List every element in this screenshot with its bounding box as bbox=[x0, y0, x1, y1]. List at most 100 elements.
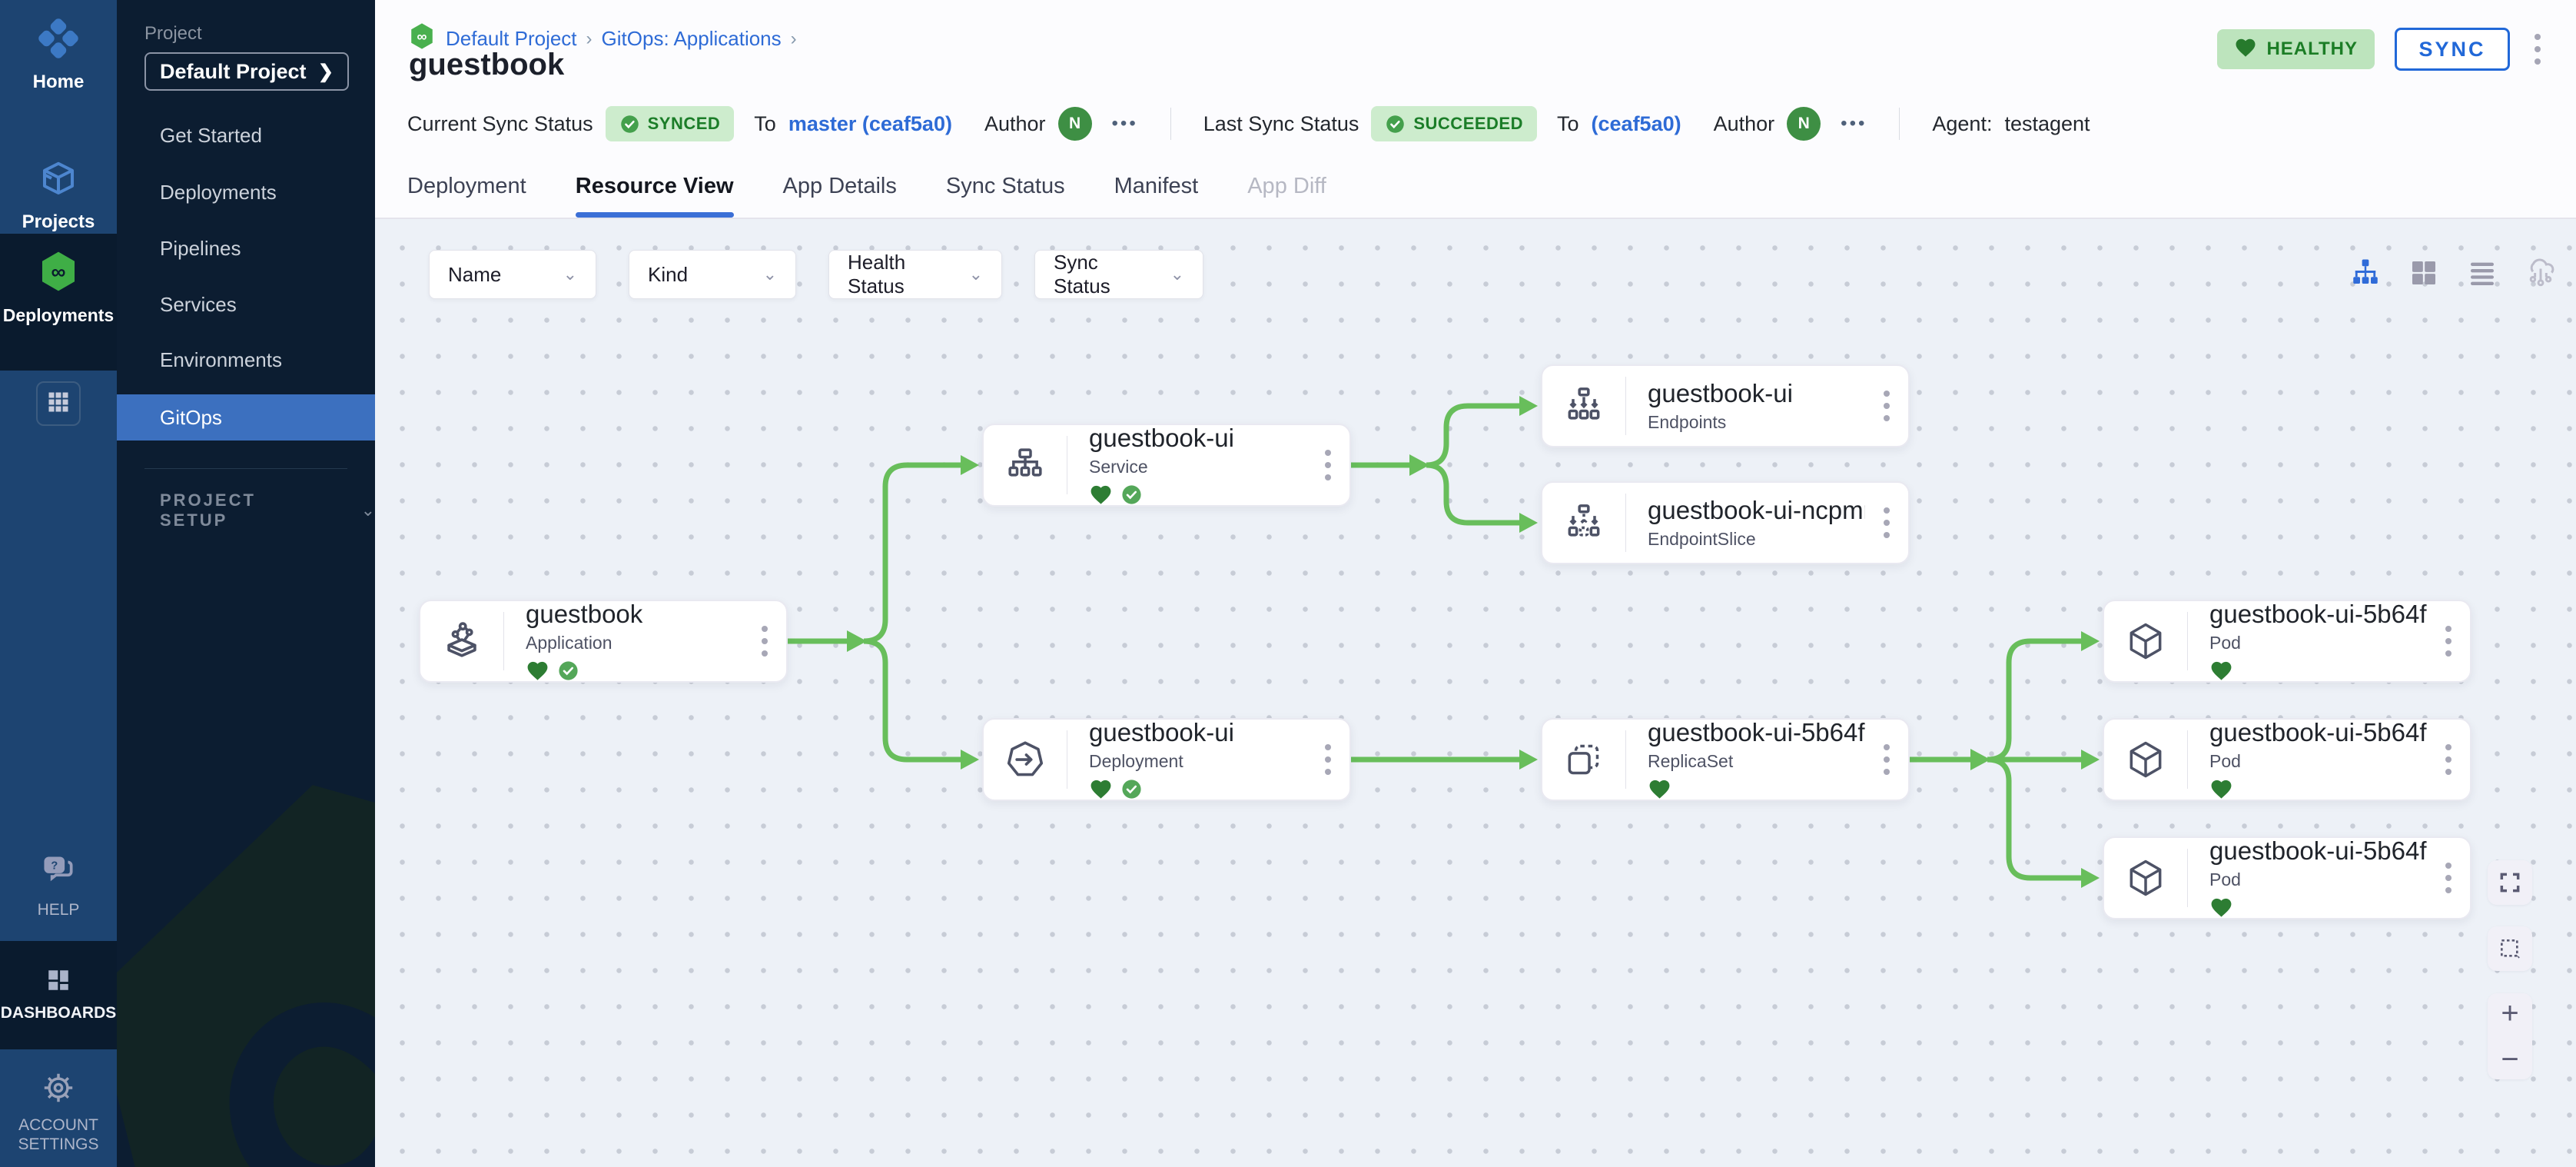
tab-deployment[interactable]: Deployment bbox=[407, 174, 526, 198]
resource-node-endpointslice[interactable]: guestbook-ui-ncpmr EndpointSlice bbox=[1541, 481, 1910, 564]
node-menu-button[interactable] bbox=[1865, 391, 1908, 421]
fullscreen-icon bbox=[2500, 873, 2520, 893]
resource-node-application[interactable]: guestbook Application bbox=[419, 600, 788, 683]
sync-button[interactable]: SYNC bbox=[2395, 28, 2510, 71]
network-view-button[interactable] bbox=[2524, 256, 2558, 290]
filter-name[interactable]: Name⌄ bbox=[429, 250, 596, 299]
tab-sync-status[interactable]: Sync Status bbox=[945, 174, 1065, 198]
deployment-icon bbox=[984, 737, 1067, 782]
node-menu-button[interactable] bbox=[2427, 744, 2470, 775]
app-tabs: Deployment Resource View App Details Syn… bbox=[407, 174, 1326, 218]
node-status bbox=[2209, 896, 2427, 919]
resource-node-pod[interactable]: guestbook-ui-5b64f6959... Pod bbox=[2103, 836, 2471, 919]
healthy-heart-icon bbox=[2211, 661, 2232, 680]
svg-text:?: ? bbox=[51, 860, 58, 873]
zoom-in-button[interactable]: + bbox=[2501, 996, 2519, 1030]
resource-node-pod[interactable]: guestbook-ui-5b64f6959... Pod bbox=[2103, 600, 2471, 683]
node-menu-button[interactable] bbox=[1865, 744, 1908, 775]
page-title: guestbook bbox=[409, 48, 565, 81]
current-revision-link[interactable]: master (ceaf5a0) bbox=[788, 111, 952, 135]
sidebar-item-help[interactable]: ? HELP bbox=[0, 852, 117, 919]
node-menu-button[interactable] bbox=[2427, 863, 2470, 893]
last-revision-link[interactable]: (ceaf5a0) bbox=[1591, 111, 1681, 135]
current-sync-status-label: Current Sync Status bbox=[407, 111, 593, 135]
dashboards-icon bbox=[45, 967, 71, 997]
node-menu-button[interactable] bbox=[1306, 450, 1349, 480]
synced-check-icon bbox=[559, 661, 578, 680]
divider bbox=[2187, 612, 2188, 670]
more-authors-button[interactable]: ••• bbox=[1841, 113, 1867, 134]
sidebar-item-dashboards[interactable]: DASHBOARDS bbox=[0, 941, 117, 1049]
sidebar-item-deployments-nav[interactable]: Deployments bbox=[160, 180, 277, 204]
divider bbox=[1170, 108, 1171, 140]
filter-kind[interactable]: Kind⌄ bbox=[629, 250, 796, 299]
grid-view-button[interactable] bbox=[2407, 256, 2441, 290]
resource-node-deployment[interactable]: guestbook-ui Deployment bbox=[982, 718, 1351, 801]
breadcrumb: ∞ Default Project › GitOps: Applications… bbox=[407, 22, 797, 56]
healthy-heart-icon bbox=[2211, 780, 2232, 799]
divider bbox=[503, 612, 504, 670]
sidebar-item-gitops[interactable]: GitOps bbox=[117, 394, 375, 441]
sidebar-item-home[interactable]: Home bbox=[0, 17, 117, 93]
node-status bbox=[1648, 777, 1865, 801]
sidebar-item-projects[interactable]: Projects bbox=[0, 158, 117, 233]
project-setup-toggle[interactable]: PROJECT SETUP ⌄ bbox=[160, 490, 375, 530]
tab-app-diff[interactable]: App Diff bbox=[1247, 174, 1326, 198]
gitops-app-icon: ∞ bbox=[407, 22, 437, 56]
marquee-select-icon bbox=[2501, 939, 2520, 959]
resource-node-pod[interactable]: guestbook-ui-5b64f6959... Pod bbox=[2103, 718, 2471, 801]
node-menu-button[interactable] bbox=[2427, 626, 2470, 657]
cube-icon bbox=[38, 158, 79, 204]
tab-resource-view[interactable]: Resource View bbox=[575, 174, 734, 218]
healthy-heart-icon bbox=[1649, 780, 1670, 799]
app-menu-kebab-button[interactable] bbox=[2530, 29, 2545, 69]
sidebar-item-pipelines[interactable]: Pipelines bbox=[160, 236, 241, 260]
sidebar-item-services[interactable]: Services bbox=[160, 292, 237, 316]
node-status bbox=[2209, 659, 2427, 683]
breadcrumb-link-project[interactable]: Default Project bbox=[446, 27, 577, 50]
module-picker-button[interactable] bbox=[36, 381, 81, 426]
divider bbox=[1625, 730, 1626, 789]
sidebar-item-account-settings[interactable]: ACCOUNT SETTINGS bbox=[0, 1070, 117, 1154]
resource-node-endpoints[interactable]: guestbook-ui Endpoints bbox=[1541, 364, 1910, 447]
filter-sync-status[interactable]: Sync Status⌄ bbox=[1034, 250, 1203, 299]
more-authors-button[interactable]: ••• bbox=[1111, 113, 1138, 134]
node-menu-button[interactable] bbox=[1865, 507, 1908, 538]
chevron-down-icon: ⌄ bbox=[968, 264, 983, 284]
fullscreen-button[interactable] bbox=[2488, 860, 2532, 905]
chevron-down-icon: ⌄ bbox=[360, 500, 375, 520]
marquee-select-button[interactable] bbox=[2488, 926, 2532, 971]
sidebar-item-get-started[interactable]: Get Started bbox=[160, 123, 262, 147]
sidebar-item-environments[interactable]: Environments bbox=[160, 347, 282, 371]
resource-node-replicaset[interactable]: guestbook-ui-5b64f69597 ReplicaSet bbox=[1541, 718, 1910, 801]
breadcrumb-link-applications[interactable]: GitOps: Applications bbox=[601, 27, 782, 50]
resource-node-service[interactable]: guestbook-ui Service bbox=[982, 424, 1351, 507]
divider bbox=[2187, 849, 2188, 907]
project-selector[interactable]: Default Project ❯ bbox=[144, 52, 349, 91]
sidebar-item-deployments[interactable]: ∞ Deployments bbox=[0, 234, 117, 371]
endpoints-icon bbox=[1542, 384, 1625, 427]
synced-pill: SYNCED bbox=[605, 106, 735, 141]
filter-health-status[interactable]: Health Status⌄ bbox=[828, 250, 1002, 299]
tab-app-details[interactable]: App Details bbox=[782, 174, 897, 198]
resource-tree-edges bbox=[788, 396, 2100, 888]
node-menu-button[interactable] bbox=[743, 626, 786, 657]
nav-divider bbox=[144, 468, 347, 469]
author-label: Author bbox=[1713, 111, 1775, 135]
heart-icon bbox=[2234, 36, 2257, 63]
application-icon bbox=[420, 619, 503, 663]
chevron-down-icon: ⌄ bbox=[563, 264, 577, 284]
synced-check-icon bbox=[1122, 780, 1141, 799]
list-view-button[interactable] bbox=[2465, 256, 2499, 290]
gear-icon bbox=[41, 1070, 76, 1109]
tree-view-button[interactable] bbox=[2349, 256, 2382, 290]
sync-status-bar: Current Sync Status SYNCED To master (ce… bbox=[407, 106, 2090, 141]
tab-manifest[interactable]: Manifest bbox=[1114, 174, 1199, 198]
healthy-heart-icon bbox=[1090, 485, 1111, 504]
zoom-out-button[interactable]: − bbox=[2501, 1042, 2519, 1076]
filter-bar: Name⌄ Kind⌄ Health Status⌄ Sync Status⌄ bbox=[429, 250, 1203, 299]
node-menu-button[interactable] bbox=[1306, 744, 1349, 775]
view-mode-toggles bbox=[2349, 256, 2558, 290]
resource-tree-canvas[interactable]: Name⌄ Kind⌄ Health Status⌄ Sync Status⌄ bbox=[375, 219, 2576, 1167]
succeeded-pill: SUCCEEDED bbox=[1371, 106, 1537, 141]
